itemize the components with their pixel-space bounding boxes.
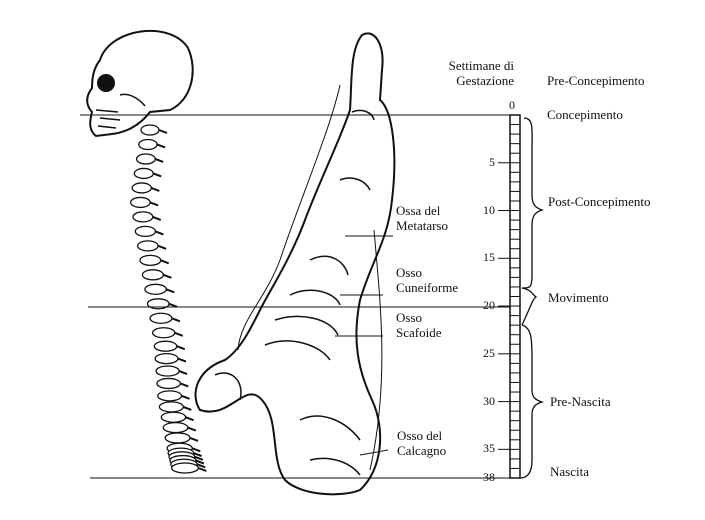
week-tick-label: 20 (483, 298, 495, 313)
vertebra-process (177, 357, 187, 363)
vertebra-process (157, 244, 167, 250)
vertebra-process (171, 317, 181, 323)
vertebra-process (152, 215, 162, 221)
skull-illustration (86, 29, 194, 138)
scale-header-line2: Gestazione (456, 73, 514, 88)
vertebra-process (191, 447, 201, 453)
stage-post-concepimento: Post-Concepimento (548, 194, 651, 209)
vertebra-process (195, 459, 205, 465)
label-osso-calcagno: Osso del Calcagno (397, 428, 446, 458)
stage-pre-concepimento: Pre-Concepimento (547, 73, 645, 88)
vertebra-process (179, 382, 189, 388)
week-scale-bar (498, 114, 521, 479)
vertebra (139, 254, 162, 266)
week-tick-label: 5 (489, 154, 495, 169)
leader-lines (335, 235, 393, 456)
week-tick-label: 38 (483, 470, 495, 484)
vertebra (135, 153, 156, 165)
vertebra (137, 240, 159, 252)
brace-pre-nascita (519, 324, 545, 479)
vertebra-process (150, 186, 160, 192)
reference-lines (80, 114, 510, 479)
vertebra-process (183, 405, 192, 411)
vertebra-process (197, 467, 207, 472)
week-tick-label: 15 (483, 250, 495, 265)
week-tick-label: 35 (483, 441, 495, 456)
label-osso-cuneiforme: Osso Cuneiforme (396, 265, 458, 295)
label-osso-scafoide: Osso Scafoide (396, 310, 441, 340)
vertebra-process (149, 201, 159, 207)
vertebra (160, 411, 187, 423)
spine-illustration (130, 124, 207, 474)
vertebra (140, 124, 160, 136)
vertebra-process (155, 230, 164, 236)
foot-illustration (194, 32, 396, 496)
vertebra (155, 365, 180, 377)
vertebra-process (176, 345, 186, 351)
vertebra-process (181, 394, 190, 400)
vertebra (149, 312, 173, 324)
stage-concepimento: Concepimento (547, 107, 623, 122)
vertebra-process (156, 143, 166, 149)
week-tick-label: 0 (509, 98, 515, 112)
vertebra (151, 327, 176, 339)
vertebra-process (163, 273, 172, 279)
brace-post-concepimento (521, 117, 545, 289)
vertebra-process (185, 416, 194, 422)
scale-header: Settimane di Gestazione (444, 58, 514, 88)
brace-movimento (521, 287, 538, 326)
vertebra-process (189, 436, 199, 442)
stage-movimento: Movimento (548, 290, 609, 305)
vertebra-process (168, 302, 178, 308)
vertebra-process (154, 158, 164, 163)
label-line: Calcagno (397, 443, 447, 458)
label-line: Osso del (397, 428, 443, 443)
vertebra-process (194, 455, 204, 461)
vertebra (157, 390, 183, 402)
stage-nascita: Nascita (550, 464, 589, 479)
week-tick-label: 10 (483, 202, 495, 217)
vertebra (134, 225, 157, 238)
vertebra (138, 138, 158, 151)
vertebra-process (165, 288, 175, 294)
vertebra (156, 377, 181, 390)
vertebra (162, 421, 189, 434)
vertebra-process (152, 172, 162, 178)
vertebra-process (174, 331, 184, 337)
stage-pre-nascita: Pre-Nascita (550, 394, 611, 409)
vertebra-process (193, 452, 202, 458)
label-ossa-metatarso: Ossa del Metatarso (396, 203, 448, 233)
label-line: Ossa del (396, 203, 441, 218)
vertebra-process (160, 259, 170, 265)
vertebra (164, 432, 191, 444)
scale-header-line1: Settimane di (448, 58, 514, 73)
label-line: Cuneiforme (396, 280, 459, 295)
vertebra (153, 340, 178, 352)
vertebra-process (196, 463, 206, 469)
vertebra (133, 167, 154, 180)
vertebra-process (187, 426, 197, 432)
vertebra (144, 283, 167, 295)
vertebra (170, 462, 199, 474)
vertebra (130, 196, 151, 209)
label-line: Scafoide (396, 325, 442, 340)
vertebra (131, 182, 152, 194)
vertebra-process (158, 129, 168, 134)
stage-braces (519, 117, 545, 479)
week-tick-label: 25 (483, 345, 495, 360)
vertebra (132, 211, 154, 223)
week-tick-label: 30 (483, 393, 495, 408)
vertebra-process (178, 370, 188, 375)
label-line: Osso (396, 310, 423, 325)
vertebra (154, 352, 179, 365)
vertebra (158, 401, 185, 413)
vertebra (141, 269, 165, 281)
label-line: Osso (396, 265, 423, 280)
label-line: Metatarso (396, 218, 448, 233)
